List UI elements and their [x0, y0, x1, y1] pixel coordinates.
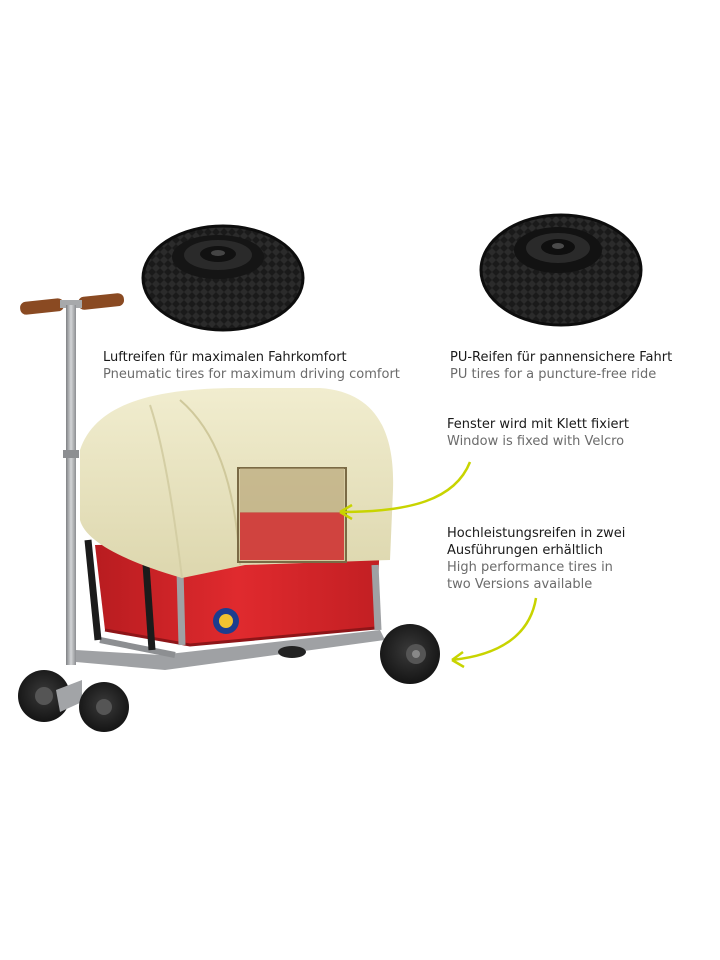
caption-de-line1: Hochleistungsreifen in zwei [447, 526, 626, 541]
tires-caption: Hochleistungsreifen in zwei Ausführungen… [447, 525, 667, 593]
pneumatic-tire-caption: Luftreifen für maximalen Fahrkomfort Pne… [103, 349, 400, 383]
caption-en-line1: High performance tires in [447, 560, 613, 575]
caption-en: PU tires for a puncture-free ride [450, 367, 657, 382]
arrow-icon [339, 461, 472, 521]
caption-en: Window is fixed with Velcro [447, 434, 625, 449]
caption-en-line2: two Versions available [447, 577, 593, 592]
pu-tire-caption: PU-Reifen für pannensichere Fahrt PU tir… [450, 349, 672, 383]
caption-en: Pneumatic tires for maximum driving comf… [103, 367, 400, 382]
arrow-icon [451, 597, 538, 669]
caption-de: Fenster wird mit Klett fixiert [447, 417, 629, 432]
caption-de-line2: Ausführungen erhältlich [447, 543, 604, 558]
wagon-illustration [18, 293, 440, 732]
caption-de: PU-Reifen für pannensichere Fahrt [450, 350, 673, 365]
caption-de: Luftreifen für maximalen Fahrkomfort [103, 350, 347, 365]
pu-tire-icon [479, 213, 643, 327]
window-caption: Fenster wird mit Klett fixiert Window is… [447, 416, 629, 450]
pneumatic-tire-icon [141, 224, 305, 332]
